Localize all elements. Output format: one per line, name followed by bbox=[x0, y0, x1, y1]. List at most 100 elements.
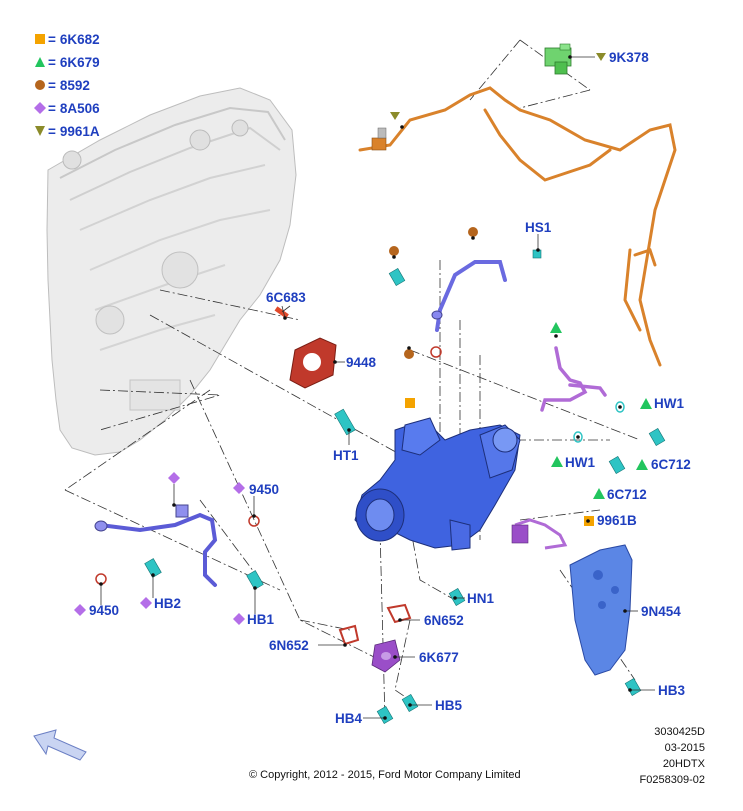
callout-hb4: HB4 bbox=[335, 711, 363, 726]
washer-hw1-a bbox=[615, 401, 625, 413]
legend-item-6k682: = 6K682 bbox=[34, 31, 100, 47]
legend-code: 8A506 bbox=[59, 100, 100, 116]
triangle-down-symbol-icon bbox=[34, 125, 46, 137]
legend-item-6k679: = 6K679 bbox=[34, 54, 100, 70]
reference-line: F0258309-02 bbox=[639, 774, 705, 786]
callout-9k378: 9K378 bbox=[609, 50, 649, 65]
circle-symbol-icon bbox=[34, 79, 46, 91]
callout-hb1: HB1 bbox=[247, 612, 275, 627]
callout-hs1: HS1 bbox=[525, 220, 552, 235]
callout-9450-lower: 9450 bbox=[89, 603, 120, 618]
callout-9n454: 9N454 bbox=[641, 604, 681, 619]
fitting-9961b bbox=[514, 518, 568, 550]
marker-6k679-6c712-b bbox=[593, 488, 605, 499]
callout-hb5: HB5 bbox=[435, 698, 463, 713]
callout-hn1: HN1 bbox=[467, 591, 495, 606]
legend-item-9961a: = 9961A bbox=[34, 123, 100, 139]
marker-6k679-hw1-a bbox=[640, 398, 652, 409]
marker-8592-a bbox=[389, 246, 399, 256]
callout-9961b: 9961B bbox=[597, 513, 637, 528]
fitting-9961a-top bbox=[371, 127, 387, 151]
turbocharger bbox=[354, 417, 521, 551]
legend-equals: = bbox=[48, 54, 56, 70]
marker-8a506-d bbox=[140, 597, 152, 609]
bolt-hb4 bbox=[376, 706, 394, 724]
connection-dots bbox=[99, 55, 632, 720]
washer-hw1-b bbox=[573, 431, 583, 443]
gasket-6n652-b bbox=[338, 624, 360, 646]
triangle-up-symbol-icon bbox=[34, 56, 46, 68]
reference-block: 3030425D 03-2015 20HDTX F0258309-02 bbox=[640, 724, 705, 788]
legend-item-8592: = 8592 bbox=[34, 77, 90, 93]
square-symbol-icon bbox=[34, 33, 46, 45]
reference-line: 3030425D bbox=[654, 726, 705, 738]
sensor-9k378 bbox=[544, 43, 572, 75]
oil-feed-pipe bbox=[358, 86, 677, 367]
marker-8a506-b bbox=[233, 482, 245, 494]
bolt-hb5 bbox=[401, 694, 419, 712]
coolant-pipe bbox=[98, 512, 218, 587]
reference-line: 03-2015 bbox=[664, 742, 705, 754]
bolt-hn1 bbox=[448, 588, 466, 606]
engine-block bbox=[46, 87, 297, 456]
callout-6n652-right: 6N652 bbox=[424, 613, 464, 628]
legend-code: 8592 bbox=[59, 77, 90, 93]
legend-equals: = bbox=[48, 31, 56, 47]
adaptor-6k677 bbox=[371, 639, 401, 673]
callout-ht1: HT1 bbox=[333, 448, 359, 463]
bolt-hw1-right bbox=[648, 428, 666, 446]
heat-shield-9n454 bbox=[569, 544, 633, 676]
marker-9961a-sensor bbox=[596, 53, 606, 61]
gasket-9448 bbox=[289, 337, 337, 389]
marker-8a506-c bbox=[74, 604, 86, 616]
stud-6c683 bbox=[274, 306, 289, 319]
gasket-6n652-a bbox=[386, 603, 412, 624]
callout-6n652-left: 6N652 bbox=[269, 638, 309, 653]
legend-code: 6K679 bbox=[59, 54, 100, 70]
callout-hw1-right: HW1 bbox=[654, 396, 684, 411]
marker-8a506-e bbox=[233, 613, 245, 625]
callout-9450-upper: 9450 bbox=[249, 482, 280, 497]
callout-6c712-right: 6C712 bbox=[651, 457, 691, 472]
bolt-hs1-left bbox=[388, 268, 406, 286]
fitting-9961b-body bbox=[511, 524, 529, 544]
legend-equals: = bbox=[48, 123, 56, 139]
bolt-hb1 bbox=[246, 570, 264, 590]
marker-6k679-6c712-a bbox=[636, 459, 648, 470]
bolt-hb2 bbox=[144, 558, 162, 578]
callout-6c683: 6C683 bbox=[266, 290, 306, 305]
washer-8592-lower bbox=[430, 346, 442, 358]
marker-8592-c bbox=[468, 227, 478, 237]
coolant-pipe-end bbox=[94, 520, 108, 532]
oil-return-pipe-6k679 bbox=[540, 346, 607, 412]
callout-6c712-left: 6C712 bbox=[607, 487, 647, 502]
legend-code: 6K682 bbox=[59, 31, 100, 47]
legend-equals: = bbox=[48, 77, 56, 93]
marker-9961a-fitting bbox=[390, 112, 400, 120]
stud-ht1 bbox=[334, 408, 356, 436]
coolant-pipe-flange bbox=[175, 504, 189, 518]
marker-6k679-top bbox=[550, 322, 562, 333]
callout-hb2: HB2 bbox=[154, 596, 182, 611]
marker-6k682 bbox=[405, 398, 415, 408]
marker-6k679-hw1-b bbox=[551, 456, 563, 467]
marker-8a506-a bbox=[168, 472, 180, 484]
banjo-hs1 bbox=[431, 310, 443, 320]
callout-hb3: HB3 bbox=[658, 683, 686, 698]
diamond-symbol-icon bbox=[34, 102, 46, 114]
reference-line: 20HDTX bbox=[662, 758, 705, 770]
view-direction-arrow-icon bbox=[33, 729, 87, 761]
bolt-hb3 bbox=[624, 678, 642, 696]
callout-9448: 9448 bbox=[346, 355, 377, 370]
callout-6k677: 6K677 bbox=[419, 650, 459, 665]
legend-code: 9961A bbox=[59, 123, 100, 139]
bracket-hs1 bbox=[435, 260, 507, 332]
marker-8592-b bbox=[404, 349, 414, 359]
callout-hw1-left: HW1 bbox=[565, 455, 595, 470]
copyright-notice: © Copyright, 2012 - 2015, Ford Motor Com… bbox=[249, 769, 521, 781]
legend-equals: = bbox=[48, 100, 56, 116]
bolt-hw1-left bbox=[608, 456, 626, 474]
assembly-lines bbox=[64, 39, 641, 721]
legend-item-8a506: = 8A506 bbox=[34, 100, 100, 116]
